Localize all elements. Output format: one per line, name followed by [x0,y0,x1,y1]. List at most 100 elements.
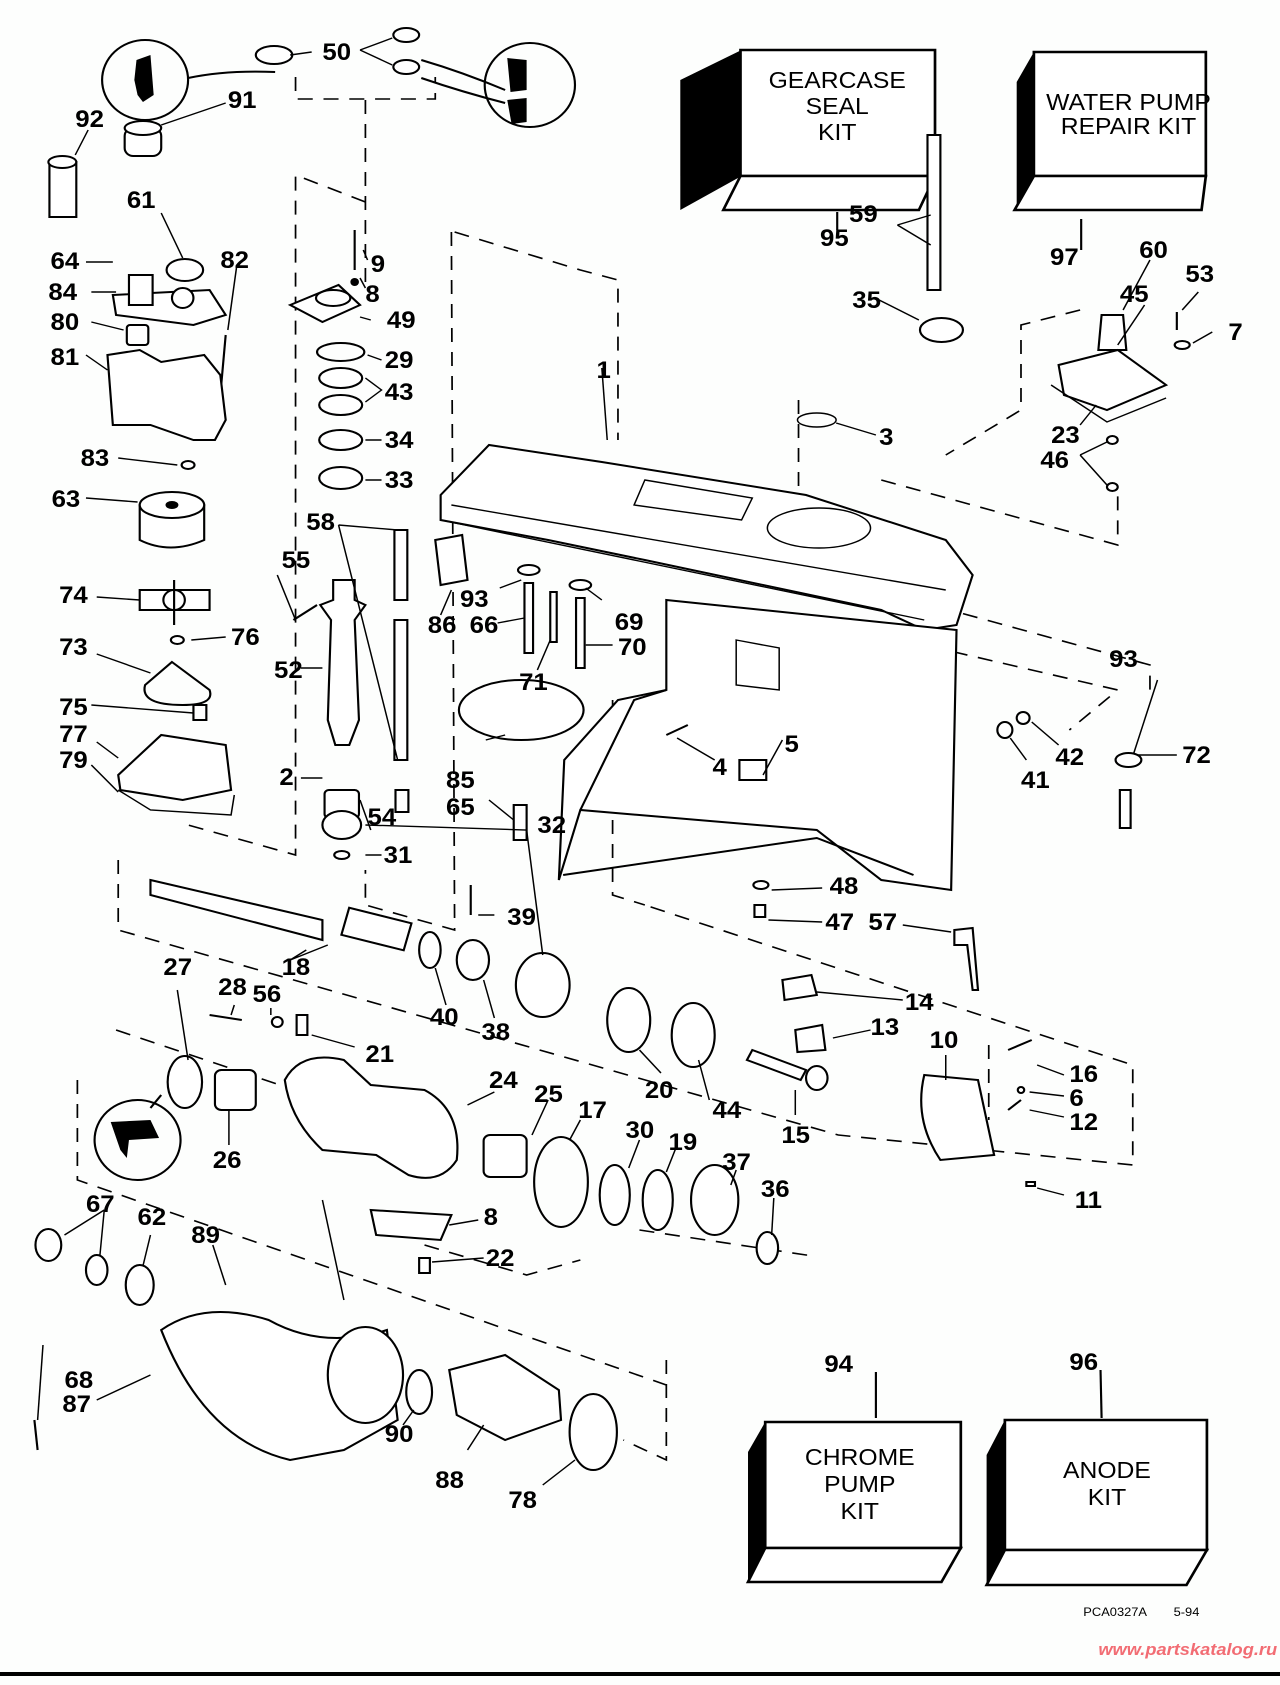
part-41-plug[interactable] [996,721,1014,739]
part-25-bearing[interactable] [482,1134,528,1178]
part-37-reverse-gear[interactable] [689,1164,740,1236]
part-6-ball[interactable] [1016,1086,1026,1094]
part-48-washer[interactable] [752,880,770,890]
kit-box-gearcase-seal-kit[interactable]: GEARCASE SEAL KIT [680,48,938,212]
part-8-anode[interactable] [369,1208,453,1242]
part-15-end[interactable] [804,1065,829,1091]
part-88-hub-kit[interactable] [448,1353,563,1442]
part-70-bolt[interactable] [574,597,586,669]
part-56-washer[interactable] [270,1016,284,1028]
part-15-shift-shaft[interactable] [745,1048,808,1082]
part-54-pin[interactable] [394,789,410,813]
part-5-plate[interactable] [738,759,768,781]
part-11-pin[interactable] [1025,1181,1037,1187]
part-19-thrust-bearing[interactable] [641,1169,674,1231]
part-85-trim-tab[interactable] [457,679,585,741]
part-3-o-ring[interactable] [796,412,837,428]
part-75-key[interactable] [192,704,208,721]
part-84-water-tube-guide[interactable] [111,274,228,327]
part-93-washer[interactable] [516,564,541,576]
part-4-screw[interactable] [665,724,689,736]
part-33-thrust-bearing[interactable] [318,466,364,490]
gearcase-housing[interactable] [439,443,974,892]
part-36-washer[interactable] [755,1231,780,1265]
part-18-propeller-shaft[interactable] [149,878,413,952]
kit-box-chrome-pump-kit[interactable]: CHROME PUMP KIT [745,1420,964,1584]
part-16-pin[interactable] [1007,1039,1033,1051]
part-58-driveshaft[interactable] [393,529,409,761]
part-83-o-ring[interactable] [180,460,196,470]
part-27-seal[interactable] [166,1055,204,1109]
part-61-grommet[interactable] [165,258,205,282]
part-86-anode[interactable] [434,533,469,587]
part-28-bolt[interactable] [209,1014,242,1021]
part-34-washer[interactable] [318,429,364,451]
part-73-seal-ring[interactable] [143,660,212,707]
part-57-shift-rod[interactable] [953,926,980,991]
part-71-bolt[interactable] [549,591,558,643]
part-7-washer[interactable] [1173,340,1191,350]
part-65-screw[interactable] [512,804,528,841]
part-21-lock-tab[interactable] [295,1014,309,1036]
part-10-bearing-housing[interactable] [920,1073,996,1162]
part-43-shim[interactable] [318,394,364,416]
part-31-nut[interactable] [333,850,351,860]
part-50-seal[interactable] [392,59,421,75]
watermark-link[interactable]: www.partskatalog.ru [1098,1640,1277,1659]
part-92-sleeve[interactable] [47,155,78,218]
part-67-washer[interactable] [84,1254,109,1286]
part-77-plate[interactable] [117,733,233,802]
part-23-gasket[interactable] [1050,384,1167,423]
part-50-seal[interactable] [392,27,421,43]
part-66-bolt[interactable] [523,582,535,654]
part-38-clutch-dog[interactable] [455,939,491,981]
part-78-washer[interactable] [568,1393,618,1471]
part-68-cotter-pin[interactable] [33,1419,39,1451]
part-46-washer[interactable] [1105,435,1119,445]
part-24-bearing-carrier[interactable] [283,1056,459,1179]
part-13-cradle[interactable] [794,1023,827,1054]
part-26-bearing[interactable] [213,1069,257,1111]
part-59-water-tube[interactable] [926,134,942,291]
part-29-o-ring[interactable] [315,342,366,362]
part-49-retainer[interactable] [287,283,362,324]
part-20-thrust-bearing[interactable] [606,987,652,1053]
part-32-forward-gear[interactable] [514,952,571,1018]
kit-box-anode-kit[interactable]: ANODE KIT [984,1418,1210,1587]
part-87-propeller[interactable] [159,1199,405,1462]
part-30-shim[interactable] [598,1164,631,1226]
part-67-nut[interactable] [34,1228,63,1262]
part-40-ring[interactable] [418,931,442,969]
part-14-detent[interactable] [781,973,819,1002]
part-69-washer[interactable] [568,579,593,591]
part-50-seal[interactable] [254,45,294,65]
part-55-pin[interactable] [292,604,318,621]
part-90-spacer[interactable] [405,1369,434,1415]
part-72-screw[interactable] [1118,789,1132,829]
part-91-seal-bushing[interactable] [123,120,163,157]
part-63-impeller-liner[interactable] [138,491,206,549]
part-52-pump-shaft[interactable] [318,579,367,746]
part-45-cover[interactable] [1057,348,1169,412]
part-42-washer[interactable] [1015,711,1031,725]
part-79-gasket[interactable] [117,789,236,816]
callout-37: 37 [722,1149,751,1176]
part-43-shim[interactable] [318,367,364,389]
part-62-thrust-washer[interactable] [124,1264,155,1306]
part-76-o-ring[interactable] [169,635,185,645]
part-74-impeller[interactable] [138,580,211,625]
part-17-o-ring[interactable] [533,1136,589,1228]
part-22-screw[interactable] [418,1257,431,1274]
part-46-washer[interactable] [1105,482,1119,492]
part-93-washer[interactable] [1114,752,1143,768]
part-80-seal[interactable] [125,324,150,346]
part-12-spring[interactable] [1007,1099,1022,1111]
part-47-screw[interactable] [753,904,767,918]
part-81-pump-housing[interactable] [106,348,227,441]
part-32-pinion-gear[interactable] [321,810,363,840]
part-8-washer[interactable] [350,278,359,286]
part-44-thrust-washer[interactable] [670,1002,716,1068]
part-60-water-tube-guide[interactable] [1097,314,1128,351]
part-35-grommet[interactable] [918,317,965,343]
kit-box-water-pump-repair-kit[interactable]: WATER PUMP REPAIR KIT [1012,50,1211,212]
